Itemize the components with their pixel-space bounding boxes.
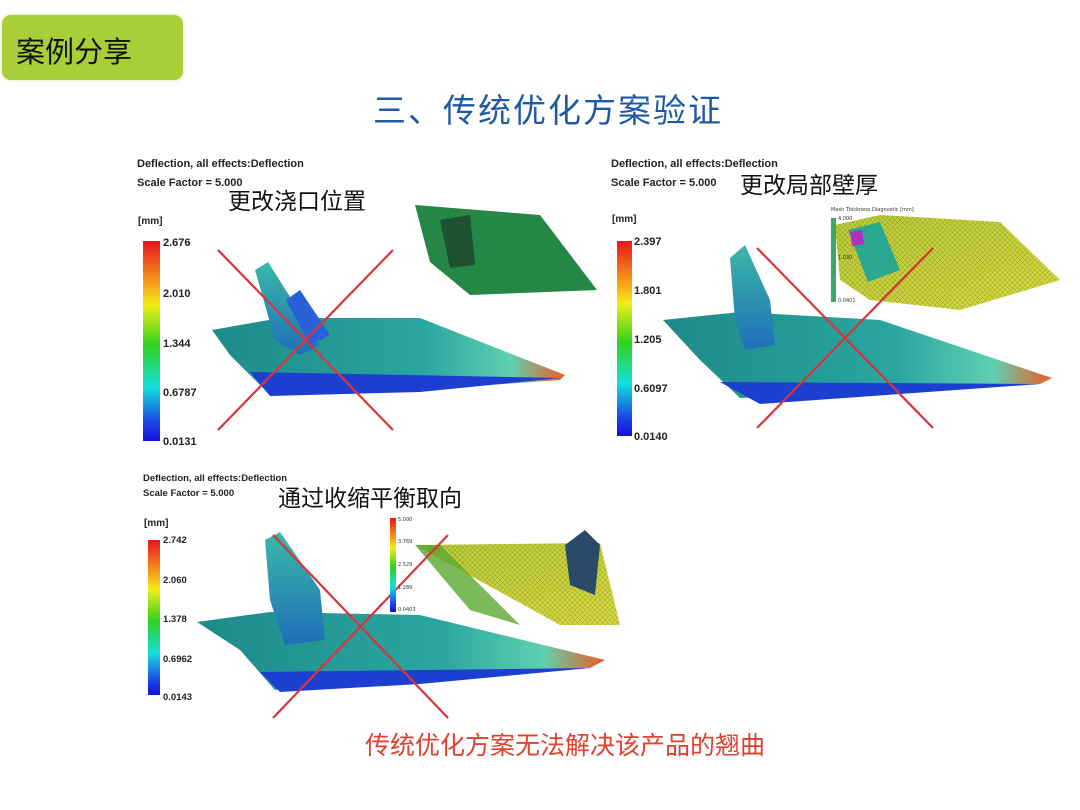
inset-tick: 1.030 xyxy=(838,255,853,261)
color-scale-tick: 1.344 xyxy=(163,338,191,350)
deflection-model-3 xyxy=(197,532,605,692)
cross-out-marks xyxy=(217,247,934,719)
unit-label: [mm] xyxy=(612,214,637,225)
color-scale-bar xyxy=(148,540,160,695)
color-scale-tick: 2.397 xyxy=(634,236,662,248)
color-scale-tick: 1.205 xyxy=(634,334,662,346)
color-scale-tick: 2.742 xyxy=(163,535,187,546)
cross-out-line xyxy=(217,249,394,431)
color-scale-tick: 0.0140 xyxy=(634,431,668,443)
unit-label: [mm] xyxy=(138,216,163,227)
inset-tick: 4.000 xyxy=(838,216,853,222)
method-label: 更改浇口位置 xyxy=(228,189,366,215)
inset-color-bar xyxy=(390,518,396,612)
inset-tick: 5.000 xyxy=(398,517,413,523)
deflection-model-1 xyxy=(212,262,565,396)
slide-title: 三、传统优化方案验证 xyxy=(373,91,723,130)
color-scale-tick: 1.801 xyxy=(634,285,662,297)
inset-tick: 1.289 xyxy=(398,585,413,591)
color-scale-tick: 1.378 xyxy=(163,614,187,625)
inset-tick: 3.769 xyxy=(398,539,413,545)
unit-label: [mm] xyxy=(144,518,169,529)
scale-factor: Scale Factor = 5.000 xyxy=(137,177,243,189)
thickness-mesh-inset-2 xyxy=(831,215,1060,310)
scale-factor: Scale Factor = 5.000 xyxy=(143,488,235,499)
scale-factor: Scale Factor = 5.000 xyxy=(611,177,717,189)
shrinkage-mesh-inset-3 xyxy=(415,530,620,625)
cross-out-line xyxy=(272,534,449,719)
color-scale-tick: 0.6097 xyxy=(634,383,668,395)
gate-mesh-inset-1 xyxy=(415,205,597,295)
method-label: 更改局部壁厚 xyxy=(740,173,878,199)
result-header: Deflection, all effects:Deflection xyxy=(137,158,304,170)
color-scale-tick: 0.0131 xyxy=(163,436,197,448)
color-scale-tick: 0.6787 xyxy=(163,387,197,399)
color-scale-tick: 2.010 xyxy=(163,288,191,300)
inset-tick: 0.0403 xyxy=(398,607,416,613)
section-badge: 案例分享 xyxy=(2,15,183,80)
inset-title: Mesh Thickness Diagnostic [mm] xyxy=(831,207,914,213)
cross-out-line xyxy=(756,247,934,429)
section-badge-label: 案例分享 xyxy=(16,35,133,69)
deflection-model-2 xyxy=(663,245,1052,404)
result-header: Deflection, all effects:Deflection xyxy=(611,158,778,170)
method-label: 通过收缩平衡取向 xyxy=(278,486,462,512)
color-scale-tick: 0.6962 xyxy=(163,654,193,665)
color-scale-tick: 2.676 xyxy=(163,237,191,249)
color-scale-bar xyxy=(617,241,632,436)
inset-tick: 0.0401 xyxy=(838,298,856,304)
color-scale-tick: 0.0143 xyxy=(163,692,193,703)
color-scale-tick: 2.060 xyxy=(163,575,187,586)
result-header: Deflection, all effects:Deflection xyxy=(143,473,288,484)
conclusion-text: 传统优化方案无法解决该产品的翘曲 xyxy=(364,731,765,760)
color-scale-bar xyxy=(143,241,160,441)
inset-tick: 2.529 xyxy=(398,562,413,568)
